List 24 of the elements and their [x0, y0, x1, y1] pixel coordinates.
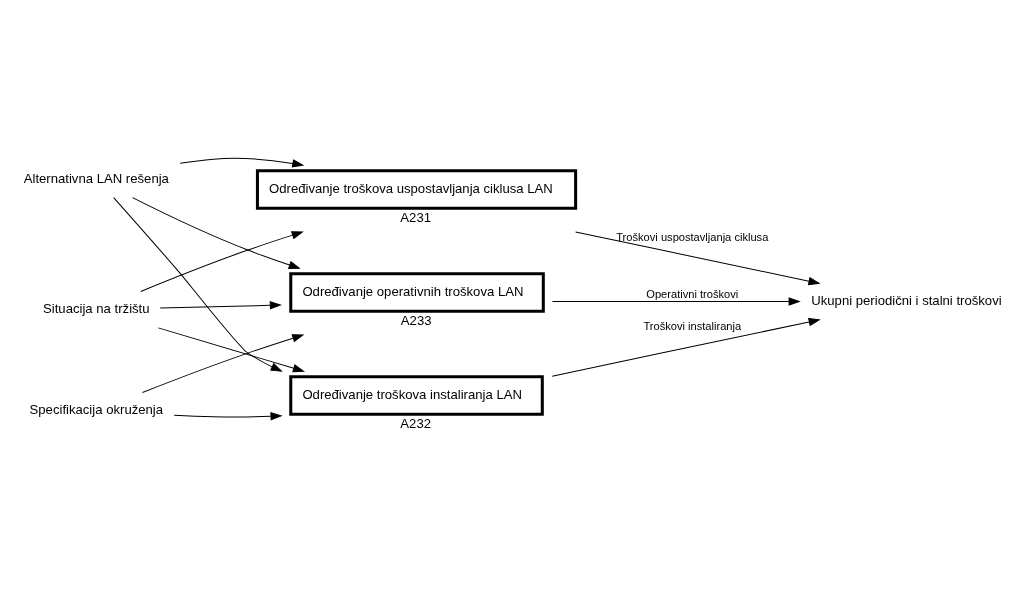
- edge-label: Troškovi uspostavljanja ciklusa: [616, 230, 769, 243]
- node-box: Određivanje troškova instaliranja LAN: [289, 375, 544, 416]
- node-box: Određivanje operativnih troškova LAN: [289, 272, 545, 313]
- arrow: [173, 412, 283, 421]
- arrow: [179, 157, 305, 168]
- arrow: [140, 231, 304, 292]
- edge-label: Operativni troškovi: [646, 288, 739, 301]
- arrow: [159, 301, 282, 310]
- edge-label: Troškovi instaliranja: [643, 319, 742, 332]
- arrow: [132, 197, 301, 269]
- node-text: Alternativna LAN rešenja: [23, 170, 169, 186]
- node-text: Situacija na tržištu: [43, 301, 150, 317]
- arrow: [551, 317, 821, 377]
- node-text: Ukupni periodični i stalni troškovi: [811, 293, 1002, 309]
- arrow: [157, 327, 305, 373]
- arrow: [113, 197, 283, 372]
- node-label: A233: [400, 313, 432, 329]
- node-label: A232: [400, 416, 432, 432]
- arrow: [575, 231, 821, 286]
- node-label: A231: [400, 210, 432, 226]
- node-text: Specifikacija okruženja: [29, 402, 164, 418]
- node-box: Određivanje troškova uspostavljanja ciklusa LAN: [255, 169, 578, 210]
- arrow: [551, 297, 801, 306]
- arrow: [141, 334, 305, 393]
